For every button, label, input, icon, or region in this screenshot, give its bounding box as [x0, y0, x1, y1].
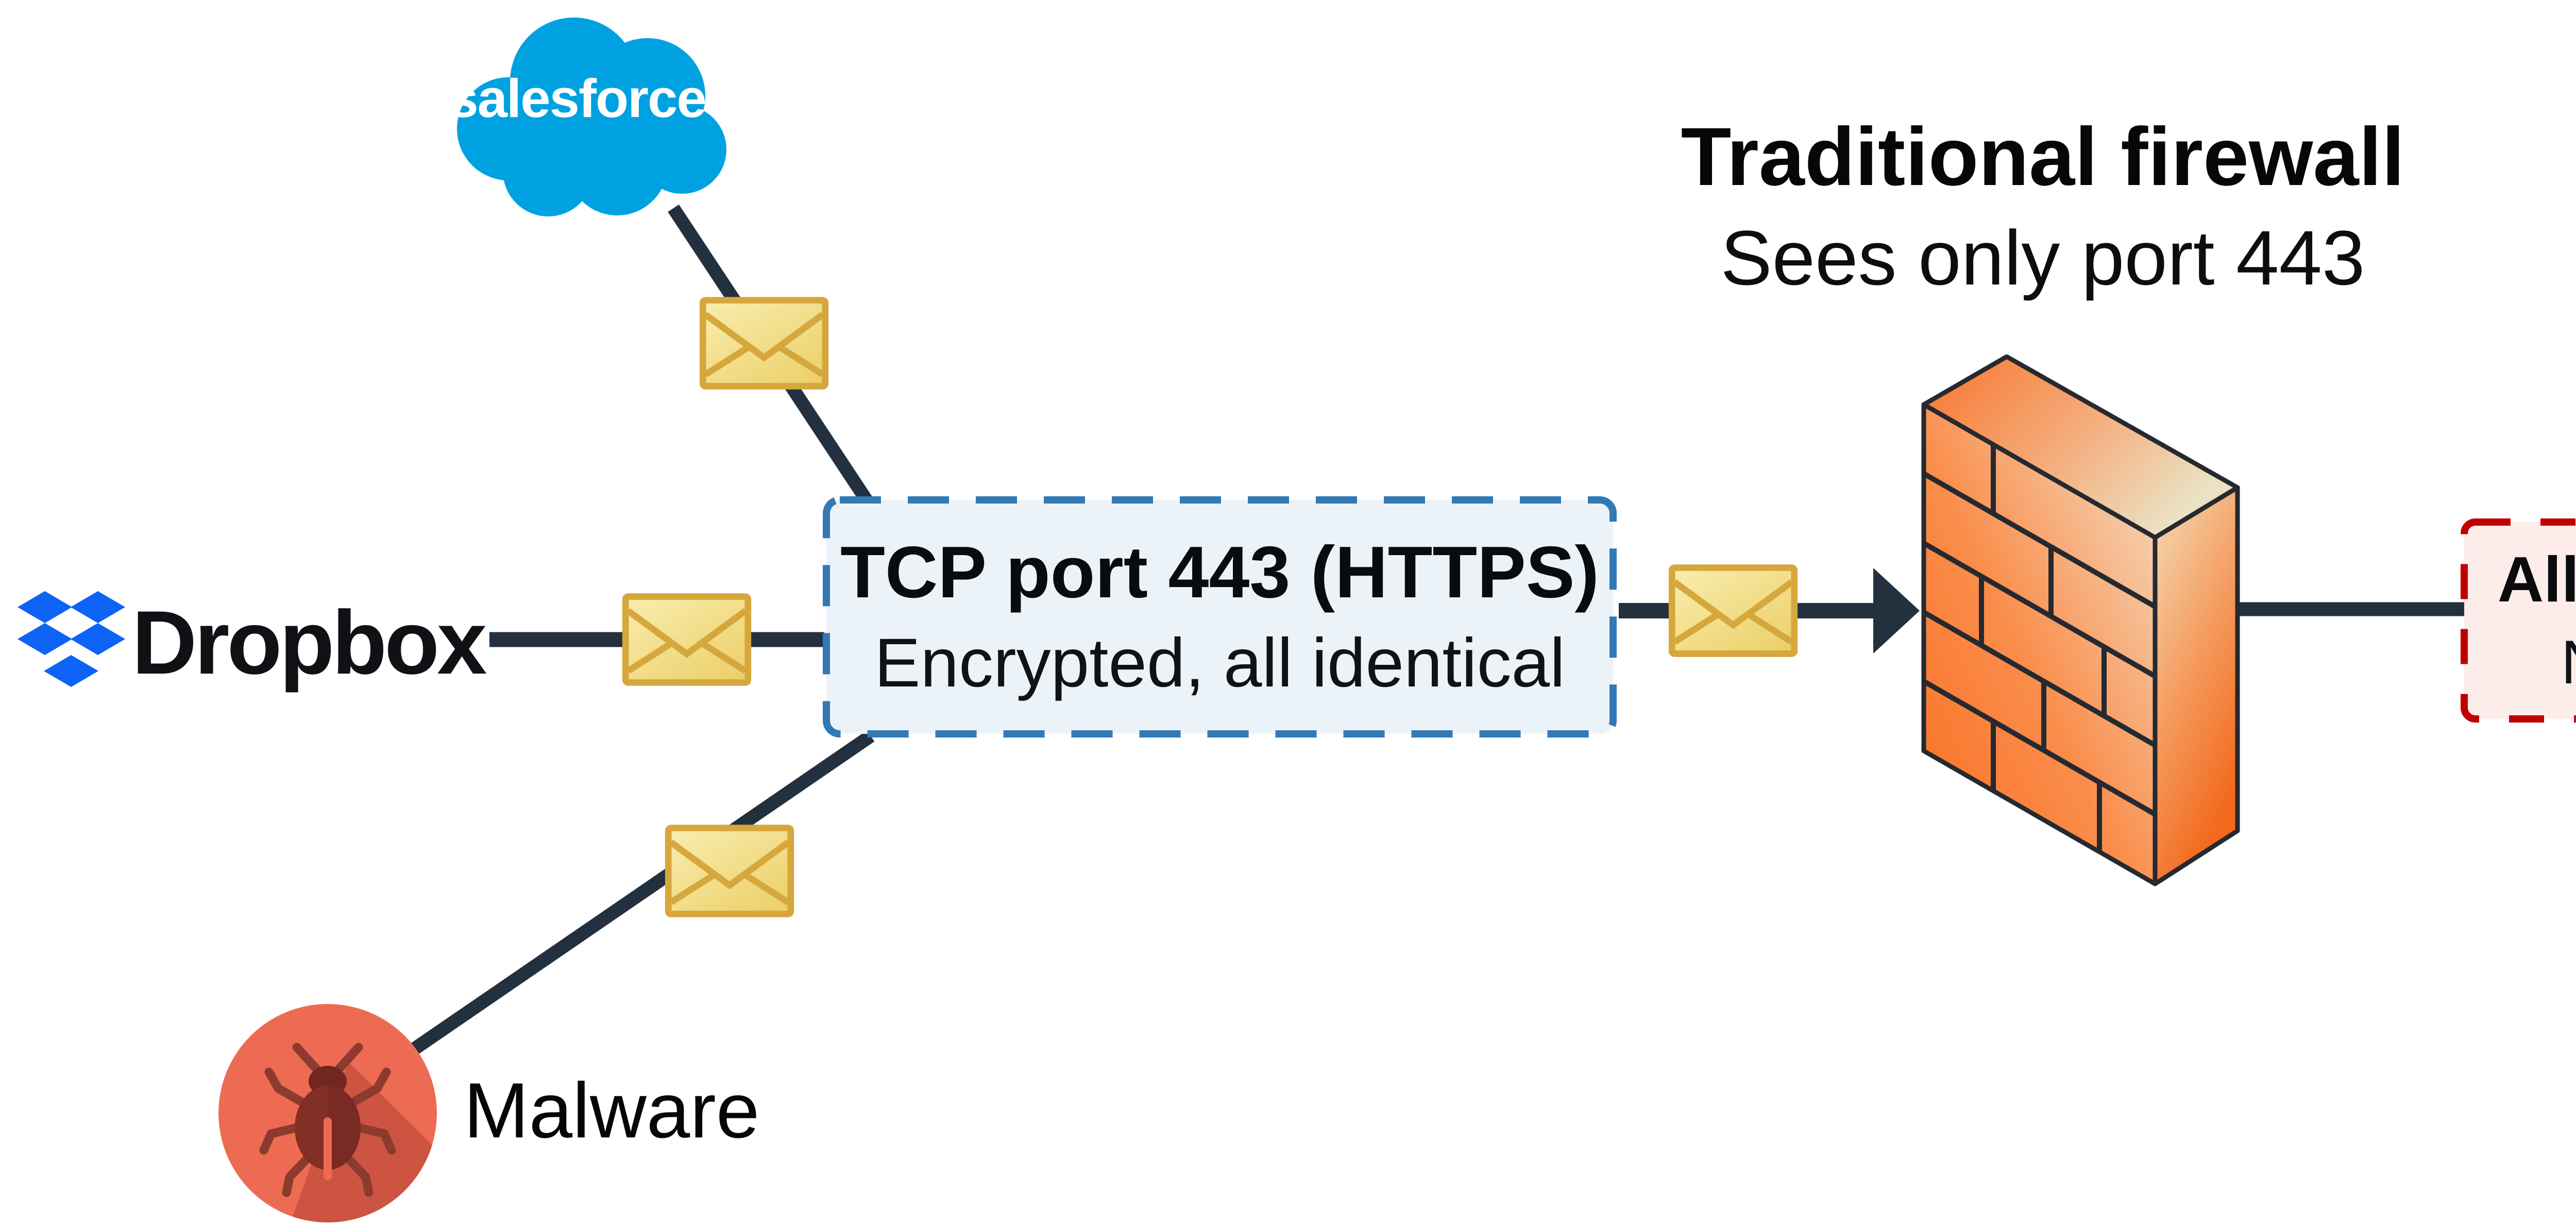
- firewall-side-face: [2153, 485, 2240, 886]
- bug-icon: [218, 1004, 437, 1222]
- malware-to-box-line: [403, 730, 875, 1060]
- salesforce-wordmark: salesforce: [448, 69, 706, 129]
- brick-wall-icon: [1921, 355, 2240, 886]
- firewall-heading: Traditional firewall Sees only port 443: [1607, 109, 2478, 304]
- bug-shadow: [291, 1062, 437, 1222]
- envelope-icon: [698, 296, 831, 390]
- traffic-box: TCP port 443 (HTTPS) Encrypted, all iden…: [822, 496, 1617, 738]
- right-arrow-icon: [1873, 568, 1920, 653]
- firewall-brick-lines: [1922, 445, 2157, 852]
- malware-label: Malware: [464, 1067, 760, 1154]
- diamonds-logo-icon: [18, 591, 125, 687]
- envelope-icon: [620, 593, 753, 686]
- bug-legs: [259, 1043, 396, 1197]
- cloud-logo-icon: salesforce: [448, 18, 726, 216]
- traffic-box-title: TCP port 443 (HTTPS): [840, 531, 1599, 614]
- firewall-title: Traditional firewall: [1681, 110, 2405, 203]
- envelope-icon: [663, 824, 796, 918]
- verdict-box: Allow all or block all. No middle ground…: [2460, 518, 2576, 723]
- firewall-subtitle: Sees only port 443: [1720, 214, 2365, 301]
- firewall-front-face: [1921, 402, 2158, 886]
- salesforce-node: salesforce: [444, 9, 733, 228]
- verdict-box-title: Allow all or block all.: [2497, 544, 2576, 615]
- verdict-box-border: [2461, 518, 2576, 723]
- verdict-box-subtitle: No middle ground.: [2561, 628, 2576, 696]
- bug-body-shade: [328, 1085, 361, 1170]
- dropbox-wordmark: Dropbox: [132, 593, 487, 693]
- traffic-box-subtitle: Encrypted, all identical: [874, 625, 1565, 702]
- traffic-box-border: [823, 496, 1617, 737]
- envelope-icon: [1667, 564, 1800, 658]
